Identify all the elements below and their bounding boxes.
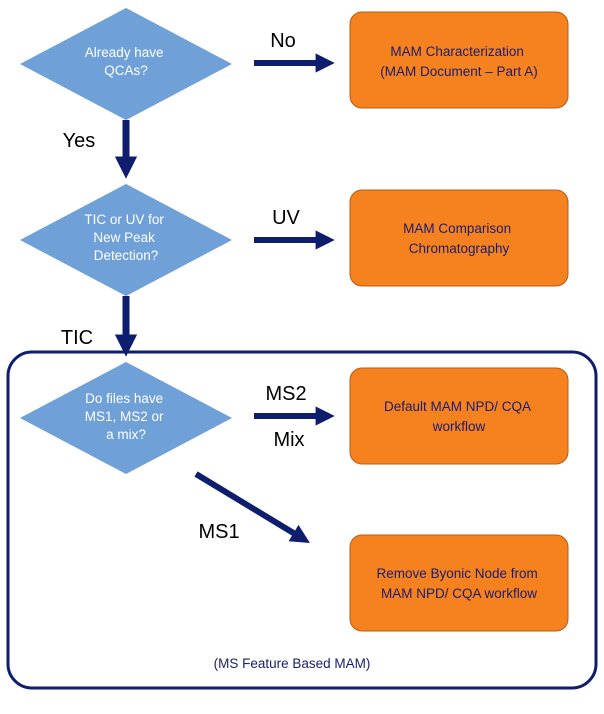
edge-label-tic: TIC	[61, 327, 93, 349]
edge-label-yes: Yes	[63, 130, 96, 152]
edge-label-mix: Mix	[273, 429, 304, 451]
edge-label-no: No	[270, 30, 296, 52]
edge-label-ms2: MS2	[265, 383, 306, 405]
decision-peak-detection-diamond	[20, 184, 232, 296]
container-label: (MS Feature Based MAM)	[214, 656, 371, 671]
ms-feature-based-mam-container	[6, 350, 598, 690]
box-remove-byonic-text: Remove Byonic Node from MAM NPD/ CQA wor…	[376, 566, 541, 601]
decision-qcas-diamond	[20, 8, 232, 120]
box-default-workflow-text: Default MAM NPD/ CQA workflow	[384, 399, 534, 434]
box-default-workflow	[349, 367, 569, 465]
decision-peak-detection-text: TIC or UV for New Peak Detection?	[84, 212, 167, 263]
decision-qcas-text: Already have QCAs?	[85, 45, 168, 78]
box-mam-comparison	[349, 189, 569, 287]
box-mam-comparison-text: MAM Comparison Chromatography	[403, 221, 515, 256]
arrow-files-ms1	[194, 471, 310, 543]
edge-label-ms1: MS1	[198, 521, 239, 543]
edge-label-uv: UV	[272, 207, 300, 229]
decision-files-diamond	[20, 362, 232, 474]
box-remove-byonic	[349, 534, 569, 632]
box-mam-characterization-text: MAM Characterization (MAM Document – Par…	[380, 44, 538, 79]
box-mam-characterization	[349, 11, 569, 109]
decision-files-text: Do files have MS1, MS2 or a mix?	[85, 391, 168, 442]
